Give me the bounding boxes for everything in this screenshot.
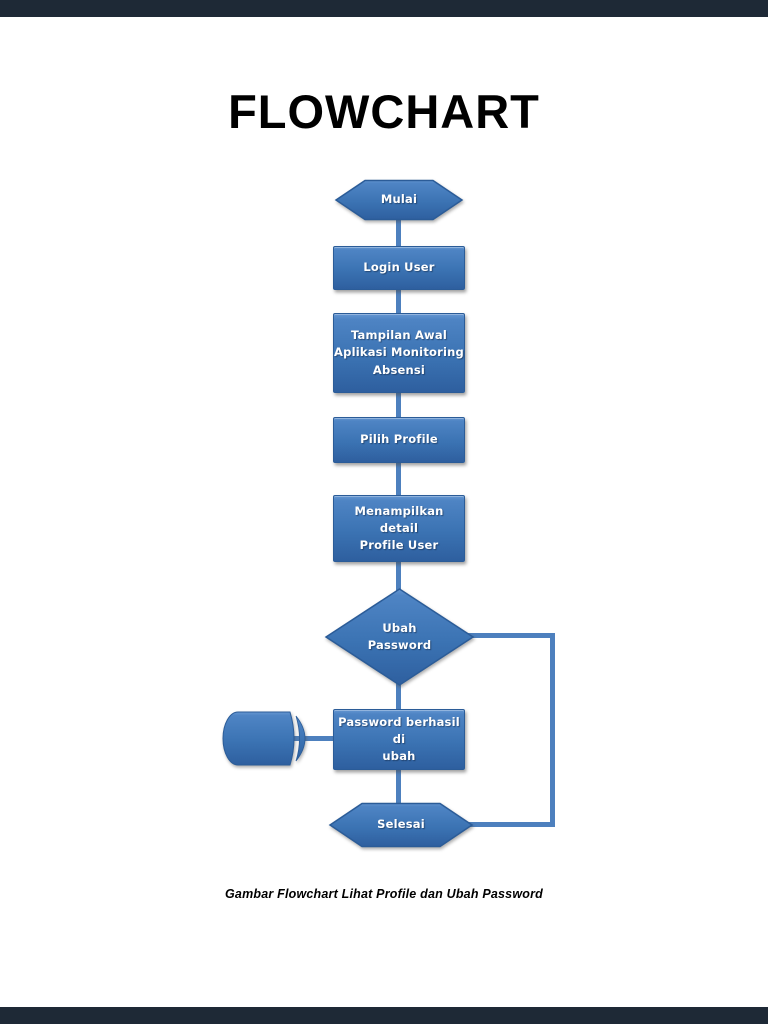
connector-loop-horizontal-top	[466, 633, 555, 638]
node-tampilan-awal: Tampilan Awal Aplikasi Monitoring Absens…	[333, 313, 465, 393]
connector-berhasil-selesai	[396, 767, 401, 805]
viewer-top-bar	[0, 0, 768, 17]
node-selesai: Selesai	[328, 802, 474, 848]
connector-detail-ubah	[396, 559, 401, 591]
figure-caption: Gambar Flowchart Lihat Profile dan Ubah …	[225, 887, 543, 901]
node-mulai: Mulai	[334, 179, 464, 221]
selesai-hexagon-shape	[328, 802, 474, 848]
node-pilih-profile-label: Pilih Profile	[360, 432, 438, 447]
node-ubah-password-label: Ubah Password	[367, 620, 432, 652]
connector-ubah-berhasil	[396, 682, 401, 712]
connector-mulai-login	[396, 216, 401, 250]
connector-storage-berhasil	[290, 736, 334, 741]
ubah-password-diamond-shape	[324, 588, 475, 686]
connector-pilih-detail	[396, 460, 401, 498]
mulai-hexagon-shape	[334, 179, 464, 221]
node-storage-cylinder	[222, 711, 314, 766]
viewer-bottom-bar	[0, 1007, 768, 1024]
node-tampilan-awal-label: Tampilan Awal Aplikasi Monitoring Absens…	[334, 328, 464, 377]
connector-loop-vertical-right	[550, 633, 555, 827]
node-selesai-label: Selesai	[377, 817, 425, 832]
node-pilih-profile: Pilih Profile	[333, 417, 465, 463]
page-title: FLOWCHART	[228, 85, 540, 138]
node-password-berhasil-label: Password berhasil di ubah	[338, 714, 460, 764]
node-menampilkan-detail-label: Menampilkan detail Profile User	[354, 503, 444, 553]
storage-cylinder-shape	[222, 711, 306, 766]
connector-loop-horizontal-bottom	[468, 822, 555, 827]
node-mulai-label: Mulai	[380, 192, 418, 207]
connector-login-tampilan	[396, 286, 401, 316]
node-password-berhasil: Password berhasil di ubah	[333, 709, 465, 770]
connector-tampilan-pilih	[396, 390, 401, 420]
node-login-user: Login User	[333, 246, 465, 290]
node-login-user-label: Login User	[363, 260, 435, 275]
node-menampilkan-detail: Menampilkan detail Profile User	[333, 495, 465, 562]
node-ubah-password: Ubah Password	[324, 588, 475, 686]
